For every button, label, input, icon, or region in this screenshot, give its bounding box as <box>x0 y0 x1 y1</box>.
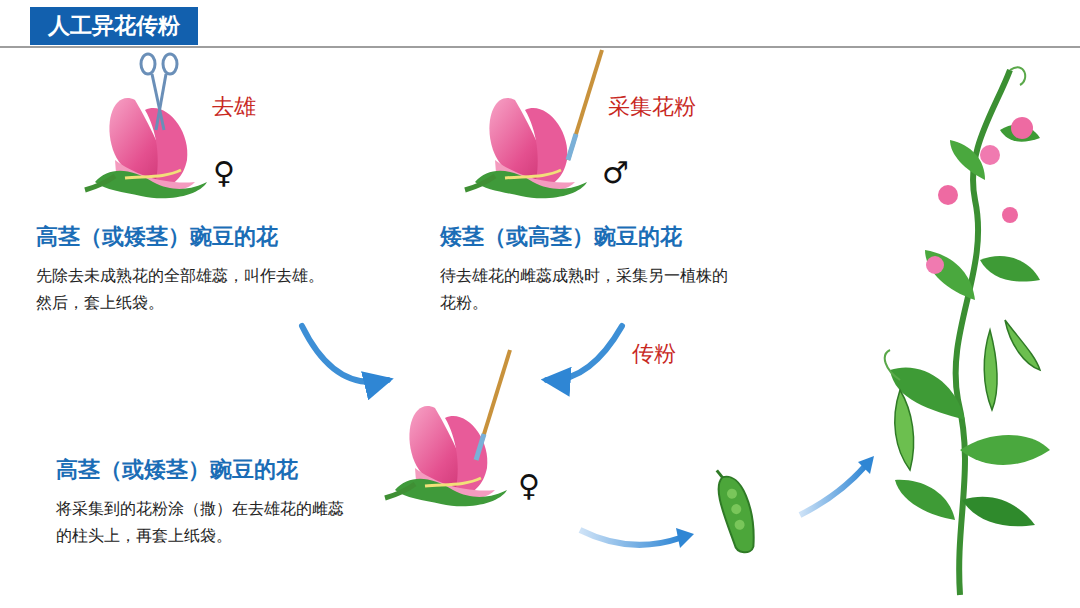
panel-heading: 高茎（或矮茎）豌豆的花 <box>36 222 370 252</box>
panel-description: 先除去未成熟花的全部雄蕊，叫作去雄。然后，套上纸袋。 <box>36 262 336 316</box>
panel-heading: 高茎（或矮茎）豌豆的花 <box>56 455 562 485</box>
male-symbol: ♂ <box>602 155 629 190</box>
panel-description: 将采集到的花粉涂（撒）在去雄花的雌蕊的柱头上，再套上纸袋。 <box>56 495 356 549</box>
flower-panel: 高茎（或矮茎）豌豆的花先除去未成熟花的全部雄蕊，叫作去雄。然后，套上纸袋。 <box>30 60 370 322</box>
title-bar: 人工异花传粉 <box>30 7 198 45</box>
flower-panel: 矮茎（或高茎）豌豆的花待去雄花的雌蕊成熟时，采集另一植株的花粉。 <box>430 60 750 322</box>
female-symbol: ♀ <box>518 468 540 503</box>
female-symbol: ♀ <box>213 155 235 190</box>
step-label: 去雄 <box>212 92 256 122</box>
flow-arrow <box>547 326 622 380</box>
step-label: 采集花粉 <box>608 92 696 122</box>
edge-label: 传粉 <box>630 339 678 369</box>
panel-description: 待去雄花的雌蕊成熟时，采集另一植株的花粉。 <box>440 262 740 316</box>
flower-panel: 高茎（或矮茎）豌豆的花将采集到的花粉涂（撒）在去雄花的雌蕊的柱头上，再套上纸袋。 <box>50 382 562 555</box>
flow-arrow <box>302 326 388 382</box>
panel-heading: 矮茎（或高茎）豌豆的花 <box>440 222 750 252</box>
